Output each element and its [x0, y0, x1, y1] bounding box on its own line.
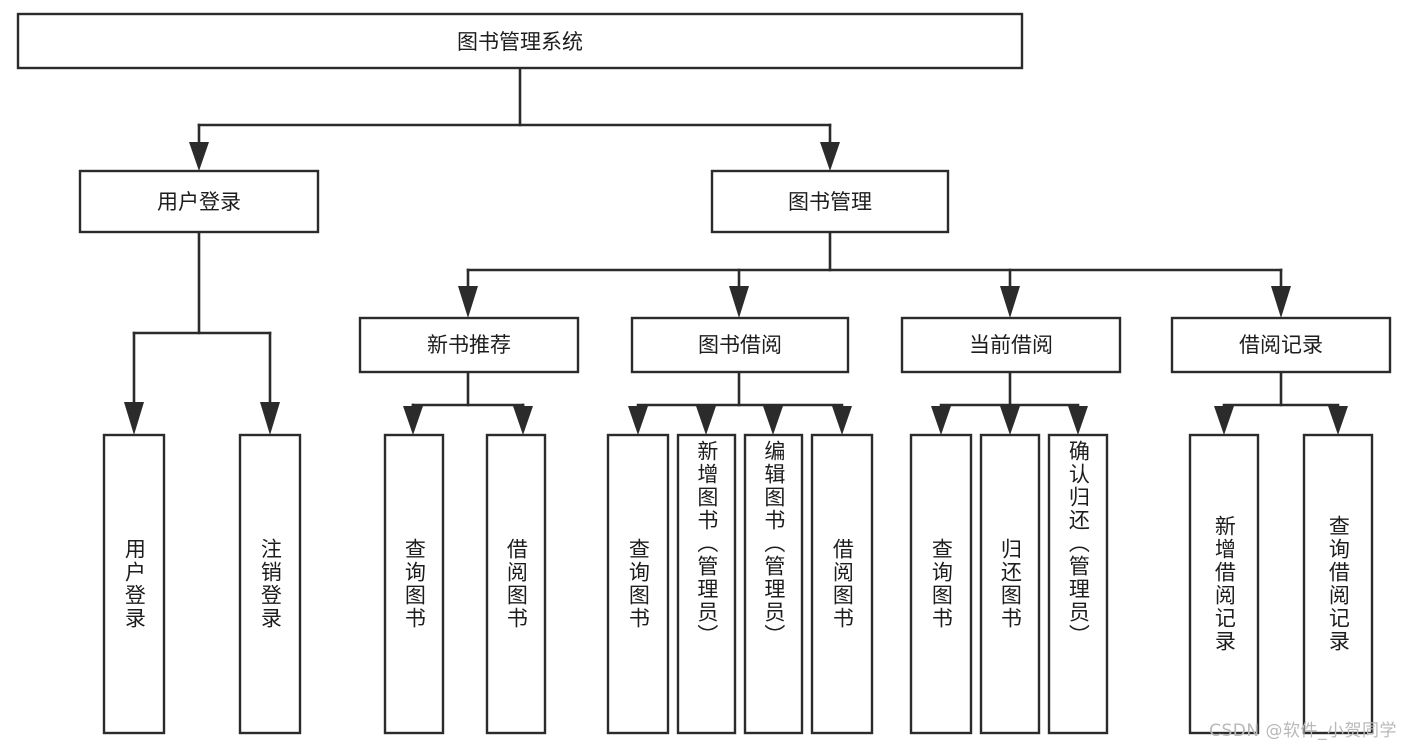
node-root-label: 图书管理系统: [457, 30, 583, 54]
node-current-borrow-label: 当前借阅: [969, 333, 1053, 357]
node-current-borrow[interactable]: [900, 316, 1122, 374]
arrow-head-icon: [1328, 406, 1348, 435]
arrow-head-icon: [628, 406, 648, 435]
leaf-query-book-borrow[interactable]: [606, 433, 670, 735]
node-book-borrow-label: 图书借阅: [698, 333, 782, 357]
connector-group-new-book: [403, 370, 533, 435]
leaf-add-book-admin[interactable]: [676, 433, 737, 735]
arrow-head-icon: [820, 142, 840, 171]
leaf-borrow-book[interactable]: [810, 433, 874, 735]
node-user-login-label: 用户登录: [157, 190, 241, 214]
node-book-borrow[interactable]: [630, 316, 850, 374]
leaf-return-book[interactable]: [979, 433, 1041, 735]
leaf-confirm-return-admin[interactable]: [1047, 433, 1109, 735]
leaf-query-book-recommend[interactable]: [383, 433, 445, 735]
arrow-head-icon: [513, 406, 533, 435]
arrow-head-icon: [832, 406, 852, 435]
node-new-book-recommend-label: 新书推荐: [427, 333, 511, 357]
watermark: CSDN @软件_小贺同学: [1209, 721, 1397, 741]
arrow-head-icon: [1000, 406, 1020, 435]
arrow-head-icon: [1068, 406, 1088, 435]
arrow-head-icon: [729, 286, 749, 318]
connector-group-book-mgmt: [458, 230, 1291, 318]
leaf-query-borrow-record[interactable]: [1302, 433, 1374, 735]
leaf-logout[interactable]: [238, 433, 302, 735]
connector-group-root: [189, 66, 840, 171]
arrow-head-icon: [458, 286, 478, 318]
node-user-login[interactable]: [78, 169, 320, 234]
node-book-management-label: 图书管理: [788, 190, 872, 214]
arrow-head-icon: [403, 406, 423, 435]
connector-group-records: [1214, 370, 1348, 435]
leaf-user-login[interactable]: [102, 433, 166, 735]
connector-group-borrow: [628, 370, 852, 435]
node-book-management[interactable]: [710, 169, 950, 234]
arrow-head-icon: [1000, 286, 1020, 318]
arrow-head-icon: [696, 406, 716, 435]
node-borrow-records-label: 借阅记录: [1239, 333, 1323, 357]
leaf-add-borrow-record[interactable]: [1188, 433, 1260, 735]
leaf-edit-book-admin[interactable]: [743, 433, 804, 735]
connector-group-user-login: [124, 230, 280, 435]
arrow-head-icon: [763, 406, 783, 435]
arrow-head-icon: [124, 402, 144, 435]
arrow-head-icon: [1271, 286, 1291, 318]
connector-group-current-borrow: [931, 370, 1088, 435]
arrow-head-icon: [260, 402, 280, 435]
arrow-head-icon: [931, 406, 951, 435]
arrow-head-icon: [189, 142, 209, 171]
node-root[interactable]: [16, 12, 1024, 70]
arrow-head-icon: [1214, 406, 1234, 435]
node-borrow-records[interactable]: [1170, 316, 1392, 374]
leaf-query-book-current[interactable]: [909, 433, 973, 735]
node-new-book-recommend[interactable]: [358, 316, 580, 374]
leaf-borrow-book-recommend[interactable]: [485, 433, 547, 735]
